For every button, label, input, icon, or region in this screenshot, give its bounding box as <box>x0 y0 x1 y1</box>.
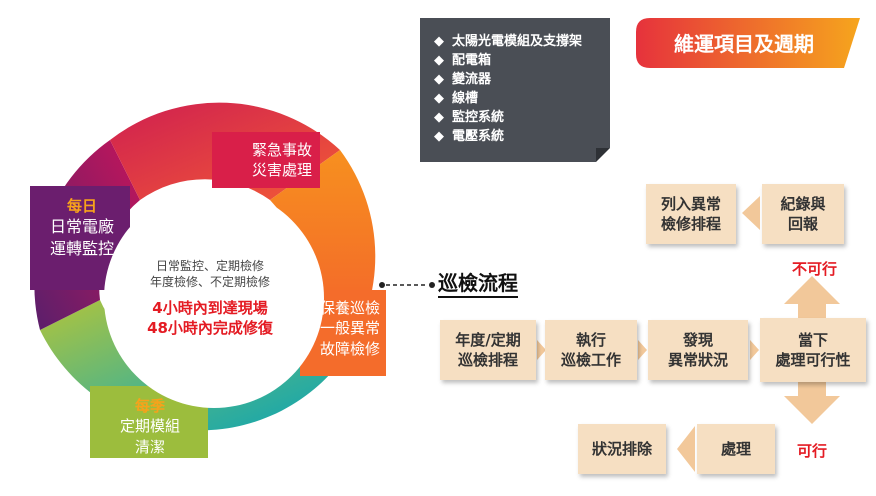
record-line2: 回報 <box>787 215 818 233</box>
list-item: ◆ 監控系統 <box>434 108 610 127</box>
arrow-left-icon <box>742 196 760 230</box>
segment-maintenance-line1: 保養巡檢 <box>319 299 380 317</box>
list-item-label: 電壓系統 <box>452 129 505 144</box>
execute-line1: 執行 <box>575 330 606 349</box>
title-badge-shape <box>636 18 860 68</box>
segment-daily-line1: 日常電廠 <box>49 217 114 237</box>
list-item-label: 太陽光電模組及支撐架 <box>452 34 583 49</box>
items-card: ◆ 太陽光電模組及支撐架 ◆ 配電箱 ◆ 變流器 ◆ 線槽 ◆ 監控系統 ◆ 電壓系統 <box>420 18 610 162</box>
process-box-record: 紀錄與回報 <box>762 184 844 244</box>
process-box-discover: 發現異常狀況 <box>648 320 748 380</box>
arrow-right-icon <box>638 340 647 360</box>
center-line1: 日常監控、定期檢修 <box>155 259 264 273</box>
list-item: ◆ 配電箱 <box>434 51 610 70</box>
handle-line1: 處理 <box>720 439 751 458</box>
cycle-center <box>104 188 324 408</box>
title-badge-bg <box>636 18 860 68</box>
diamond-bullet-icon: ◆ <box>434 129 444 144</box>
maintenance-cycle-diagram <box>30 102 386 458</box>
center-line2: 年度檢修、不定期檢修 <box>149 275 270 289</box>
process-connector <box>379 282 435 288</box>
resolve-line1: 狀況排除 <box>591 439 652 458</box>
segment-emergency-line1: 緊急事故 <box>251 141 312 159</box>
list-item: ◆ 太陽光電模組及支撐架 <box>434 32 610 51</box>
cycle-center-text: 日常監控、定期檢修 年度檢修、不定期檢修 4小時內到達現場 48小時內完成修復 <box>130 258 290 338</box>
list-item: ◆ 變流器 <box>434 70 610 89</box>
schedule-line2: 檢修排程 <box>660 215 721 233</box>
process-box-handle: 處理 <box>697 424 775 474</box>
items-list: ◆ 太陽光電模組及支撐架 ◆ 配電箱 ◆ 變流器 ◆ 線槽 ◆ 監控系統 ◆ 電壓系統 <box>420 18 610 146</box>
segment-maintenance-line3: 故障檢修 <box>319 339 380 358</box>
diamond-bullet-icon: ◆ <box>434 110 444 125</box>
list-item-label: 監控系統 <box>452 110 505 125</box>
list-item-label: 變流器 <box>452 72 492 87</box>
title-badge-text: 維運項目及週期 <box>674 32 814 56</box>
plan-line2: 巡檢排程 <box>457 351 518 369</box>
list-item: ◆ 線槽 <box>434 89 610 108</box>
diamond-bullet-icon: ◆ <box>434 34 444 49</box>
segment-emergency-line2: 災害處理 <box>251 161 312 180</box>
center-line3: 4小時內到達現場 <box>152 299 268 317</box>
arrow-left-icon <box>677 426 695 472</box>
diamond-bullet-icon: ◆ <box>434 72 444 87</box>
segment-quarterly-label: 每季 <box>134 397 165 415</box>
diamond-bullet-icon: ◆ <box>434 53 444 68</box>
arrow-up-icon <box>784 276 840 318</box>
execute-line2: 巡檢工作 <box>560 351 621 369</box>
discover-line2: 異常狀況 <box>667 351 728 369</box>
segment-maintenance-text: 保養巡檢 一般異常 故障檢修 <box>306 298 394 359</box>
segment-daily-label: 每日 <box>66 197 97 215</box>
segment-maintenance-line2: 一般異常 <box>319 319 380 338</box>
connector-start-dot <box>379 282 385 288</box>
connector-end-dot <box>429 282 435 288</box>
process-title: 巡檢流程 <box>438 270 518 298</box>
segment-quarterly-line2: 清潔 <box>134 437 165 456</box>
process-box-resolve: 狀況排除 <box>578 424 666 474</box>
diamond-bullet-icon: ◆ <box>434 91 444 106</box>
record-line1: 紀錄與 <box>780 194 826 213</box>
segment-quarterly-text: 每季 定期模組 清潔 <box>100 396 200 457</box>
process-box-evaluate: 當下處理可行性 <box>760 318 866 382</box>
discover-line1: 發現 <box>682 330 713 349</box>
arrow-right-icon <box>750 340 759 360</box>
segment-daily-line2: 運轉監控 <box>49 238 114 258</box>
segment-emergency-text: 緊急事故 災害處理 <box>232 140 332 181</box>
page-fold-icon <box>596 148 610 162</box>
feasible-label: 可行 <box>797 442 828 460</box>
segment-quarterly-line1: 定期模組 <box>119 417 180 436</box>
plan-line1: 年度/定期 <box>455 330 521 349</box>
list-item: ◆ 電壓系統 <box>434 127 610 146</box>
evaluate-line1: 當下 <box>797 330 828 349</box>
segment-daily-text: 每日 日常電廠 運轉監控 <box>30 196 134 259</box>
list-item-label: 配電箱 <box>452 53 492 68</box>
evaluate-line2: 處理可行性 <box>775 351 851 369</box>
not-feasible-label: 不可行 <box>792 260 838 278</box>
process-box-execute: 執行巡檢工作 <box>545 320 637 380</box>
center-line4: 48小時內完成修復 <box>147 319 273 337</box>
process-box-plan: 年度/定期巡檢排程 <box>440 320 536 380</box>
arrow-down-icon <box>784 380 840 424</box>
arrow-right-icon <box>537 340 546 360</box>
list-item-label: 線槽 <box>452 91 479 106</box>
cycle-notch-emergency <box>212 132 320 188</box>
process-box-schedule: 列入異常檢修排程 <box>646 184 736 244</box>
schedule-line1: 列入異常 <box>660 194 721 213</box>
